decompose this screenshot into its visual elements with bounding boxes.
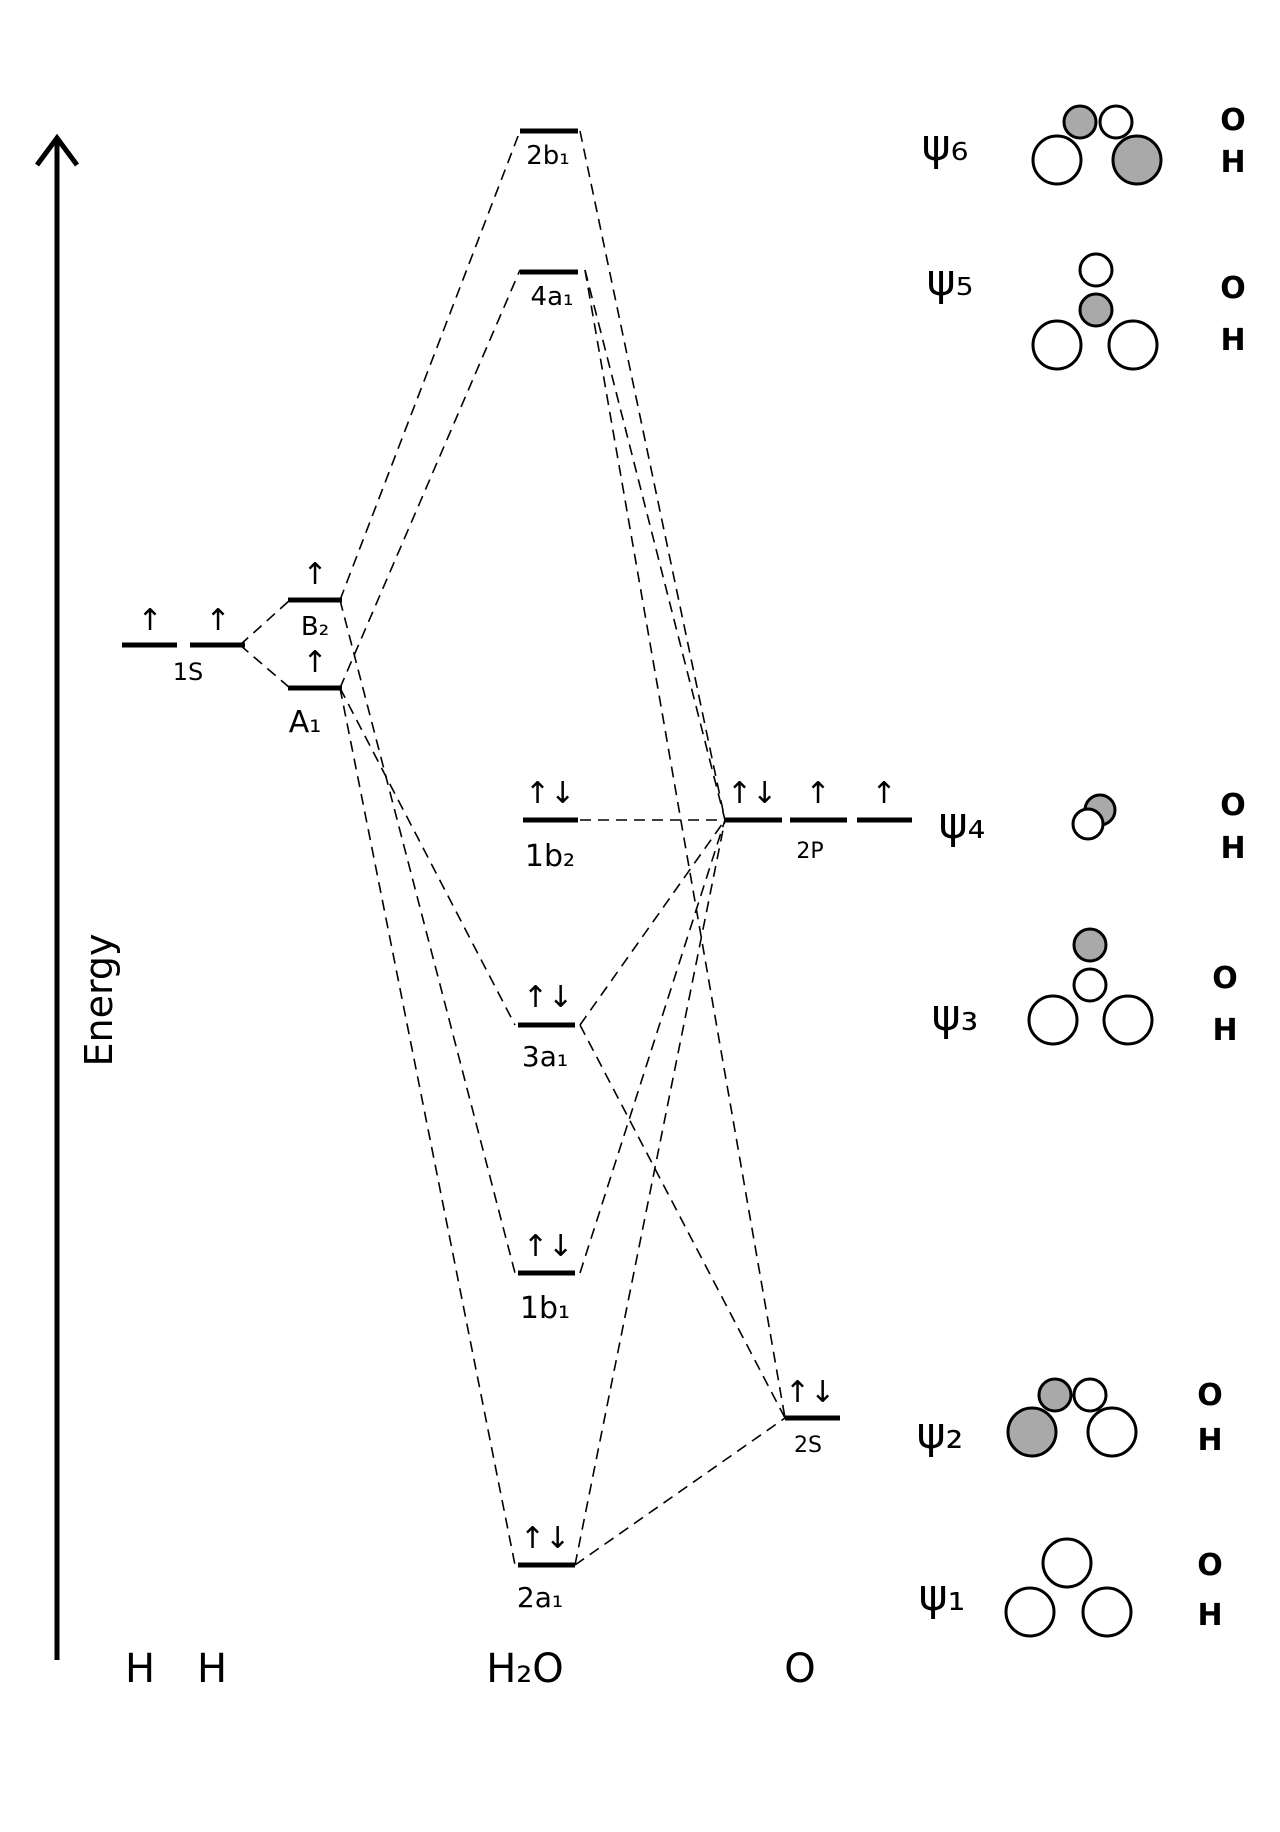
mo-1b2-electrons: ↑↓ — [525, 776, 575, 811]
wavefunction-psi3: ψ₃ O H — [932, 927, 1238, 1048]
psi1-h-lobe-right — [1081, 1586, 1133, 1638]
psi3-o-lobe-bottom — [1072, 967, 1108, 1003]
h-1s-label: 1S — [173, 658, 204, 686]
mo-1b1-label: 1b₁ — [520, 1291, 570, 1326]
psi3-o-lobe-top — [1072, 927, 1108, 963]
mo-3a1-electrons: ↑↓ — [523, 980, 573, 1015]
psi1-h-label: H — [1197, 1598, 1222, 1633]
psi1-o-label: O — [1197, 1548, 1223, 1583]
column-label-h-1: H — [125, 1646, 155, 1692]
h2-electron: ↑ — [205, 603, 230, 638]
energy-axis-label: Energy — [77, 933, 121, 1066]
h-1s-levels: ↑ ↑ 1S — [122, 603, 245, 686]
o-2s-electrons: ↑↓ — [785, 1375, 835, 1410]
psi5-h-lobe-left — [1031, 319, 1083, 371]
psi3-h-label: H — [1212, 1013, 1237, 1048]
psi2-o-lobe-shaded — [1037, 1377, 1073, 1413]
psi6-o-lobe-shaded — [1062, 104, 1098, 140]
psi3-o-label: O — [1212, 961, 1238, 996]
psi6-o-lobe-open — [1098, 104, 1134, 140]
o-atomic-levels: ↑↓ ↑ ↑ 2P ↑↓ 2S — [725, 776, 912, 1458]
salc-a1-electron: ↑ — [302, 645, 327, 680]
salc-b2-electron: ↑ — [302, 557, 327, 592]
psi6-h-lobe-left — [1031, 134, 1083, 186]
o-2p-electrons-2: ↑ — [805, 776, 830, 811]
h1-electron: ↑ — [137, 603, 162, 638]
psi2-o-lobe-open — [1072, 1377, 1108, 1413]
psi5-label: ψ₅ — [927, 255, 974, 306]
wavefunction-psi4: ψ₄ O H — [939, 788, 1246, 866]
mo-3a1-label: 3a₁ — [522, 1040, 568, 1073]
correlation-lines — [239, 130, 786, 1566]
column-label-h2o: H₂O — [486, 1646, 564, 1692]
column-labels: H H H₂O O — [125, 1646, 816, 1692]
psi2-h-lobe-right — [1086, 1406, 1138, 1458]
psi6-label: ψ₆ — [922, 120, 969, 171]
mo-1b2-label: 1b₂ — [525, 839, 575, 874]
psi4-o-label: O — [1220, 788, 1246, 823]
salc-a1-label: A₁ — [289, 705, 322, 740]
psi1-label: ψ₁ — [919, 1570, 966, 1621]
mo-2a1-label: 2a₁ — [517, 1581, 563, 1614]
psi5-h-lobe-right — [1107, 319, 1159, 371]
psi4-o-lobe-open — [1071, 807, 1105, 841]
psi5-o-lobe-top — [1078, 252, 1114, 288]
psi2-o-label: O — [1197, 1378, 1223, 1413]
psi6-h-lobe-right — [1111, 134, 1163, 186]
psi4-label: ψ₄ — [939, 798, 986, 849]
psi3-h-lobe-left — [1027, 994, 1079, 1046]
mo-4a1-label: 4a₁ — [531, 282, 574, 312]
h2o-mo-levels: 2b₁ 4a₁ ↑↓ 1b₂ ↑↓ 3a₁ ↑↓ 1b₁ ↑↓ 2a₁ — [517, 128, 578, 1614]
psi4-h-label: H — [1220, 831, 1245, 866]
wavefunction-psi2: ψ₂ O H — [917, 1377, 1223, 1459]
psi2-h-label: H — [1197, 1423, 1222, 1458]
psi1-o-lobe — [1041, 1537, 1093, 1589]
psi3-h-lobe-right — [1102, 994, 1154, 1046]
mo-2a1-electrons: ↑↓ — [520, 1521, 570, 1556]
salc-levels: ↑ B₂ ↑ A₁ — [288, 557, 342, 740]
psi6-o-label: O — [1220, 103, 1246, 138]
psi5-o-label: O — [1220, 271, 1246, 306]
psi5-o-lobe-bottom — [1078, 292, 1114, 328]
column-label-h-2: H — [197, 1646, 227, 1692]
o-2p-electrons-1: ↑↓ — [727, 776, 777, 811]
wavefunction-psi6: ψ₆ O H — [922, 103, 1246, 186]
psi1-h-lobe-left — [1004, 1586, 1056, 1638]
psi6-h-label: H — [1220, 145, 1245, 180]
wavefunction-psi5: ψ₅ O H — [927, 252, 1246, 371]
energy-axis-arrowhead — [34, 133, 80, 167]
psi5-h-label: H — [1220, 323, 1245, 358]
psi2-label: ψ₂ — [917, 1408, 964, 1459]
o-2p-electrons-3: ↑ — [871, 776, 896, 811]
wavefunction-psi1: ψ₁ O H — [919, 1537, 1223, 1638]
o-2p-label: 2P — [796, 839, 823, 864]
psi3-label: ψ₃ — [932, 990, 979, 1041]
mo-1b1-electrons: ↑↓ — [523, 1229, 573, 1264]
salc-b2-label: B₂ — [301, 612, 329, 642]
psi2-h-lobe-left — [1006, 1406, 1058, 1458]
mo-2b1-label: 2b₁ — [526, 141, 569, 171]
column-label-o: O — [784, 1646, 815, 1692]
o-2s-label: 2S — [794, 1433, 822, 1458]
